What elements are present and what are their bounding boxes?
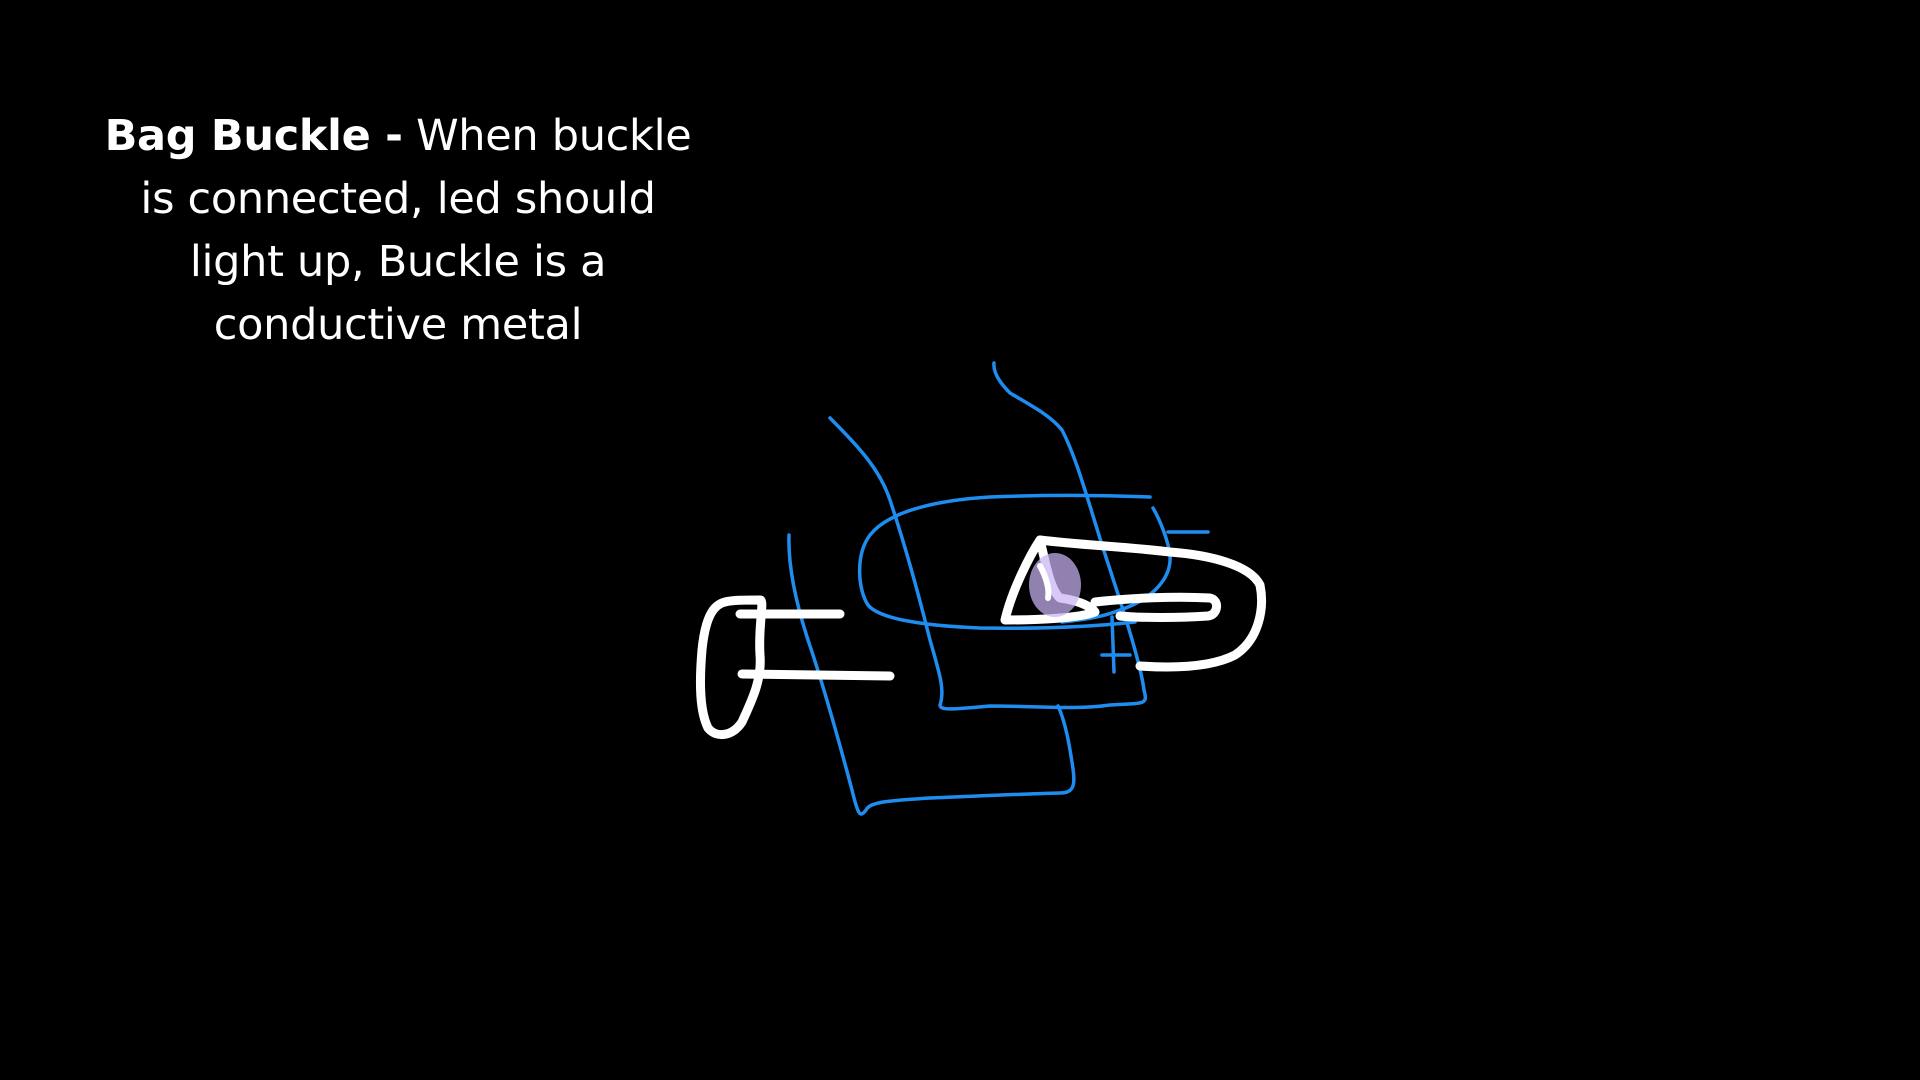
led-indicator xyxy=(1029,553,1081,617)
left-loop-bar xyxy=(735,609,895,681)
bag-outline xyxy=(787,361,1210,816)
buckle-left-loop xyxy=(695,595,895,739)
left-loop-shape xyxy=(695,595,767,739)
led-mark xyxy=(1037,563,1052,601)
clasp-mark xyxy=(1100,615,1132,674)
led-glow xyxy=(1029,553,1081,617)
caption-body: When buckle is connected, led should lig… xyxy=(140,111,692,350)
caption-title: Bag Buckle - xyxy=(104,111,403,161)
bag-flap xyxy=(857,493,1152,630)
clasp-tongue xyxy=(1035,535,1267,672)
bag-strap xyxy=(1060,506,1172,624)
bag-back-panel xyxy=(828,361,1148,711)
clasp-inner xyxy=(1090,592,1221,622)
bag-front-panel xyxy=(787,533,1076,816)
caption-text: Bag Buckle - When buckle is connected, l… xyxy=(100,105,696,357)
